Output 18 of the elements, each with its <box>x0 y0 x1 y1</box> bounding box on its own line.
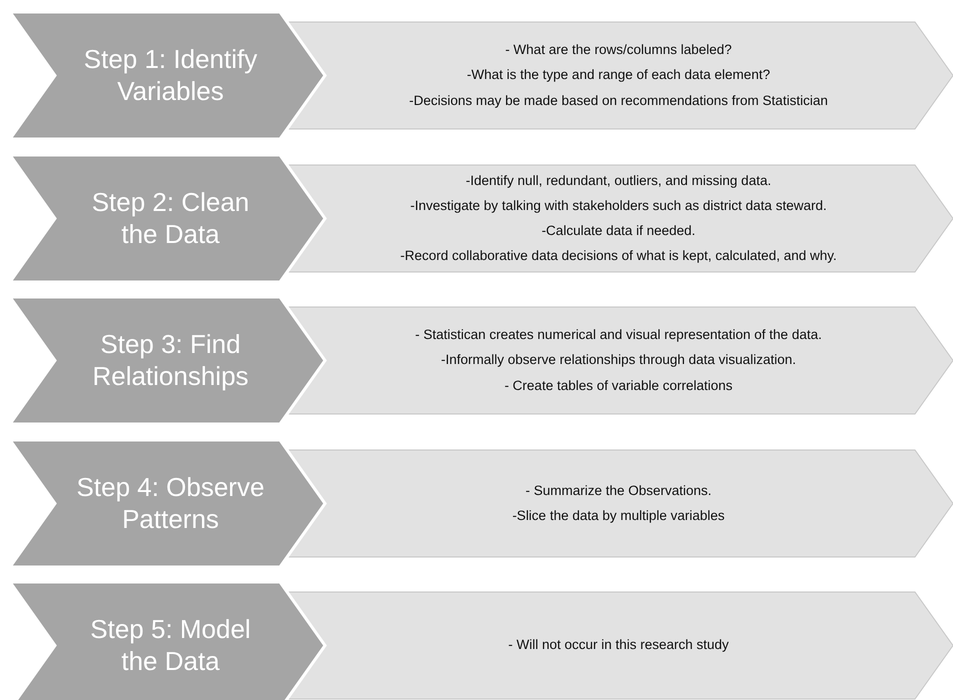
description-text: -Record collaborative data decisions of what is kept, calculated, and why. <box>400 248 837 264</box>
description-text: - Statistican creates numerical and visual representation of the data. <box>415 327 822 344</box>
description-text: - What are the rows/columns labeled? <box>505 42 732 58</box>
step-title: Step 5: Model the Data <box>89 614 252 677</box>
description-text: -Informally observe relationships through data visualization. <box>441 352 796 369</box>
description-text: -Investigate by talking with stakeholders such as district data steward. <box>410 198 827 214</box>
description-text: - Summarize the Observations. <box>525 482 712 499</box>
description-text: -Identify null, redundant, outliers, and missing data. <box>466 172 772 189</box>
step-title: Step 2: Clean the Data <box>90 187 250 250</box>
description-text: -Calculate data if needed. <box>542 223 696 240</box>
description-text: -What is the type and range of each data element? <box>466 67 770 84</box>
description-text: -Slice the data by multiple variables <box>512 508 725 524</box>
step-title: Step 4: Observe Patterns <box>76 472 266 535</box>
step-title: Step 1: Identify Variables <box>82 44 258 107</box>
description-text: - Create tables of variable correlations <box>504 378 733 394</box>
step-title: Step 3: Find Relationships <box>91 329 250 392</box>
description-text: -Decisions may be made based on recommendations from Statistician <box>409 92 828 109</box>
description-text: - Will not occur in this research study <box>508 637 729 654</box>
